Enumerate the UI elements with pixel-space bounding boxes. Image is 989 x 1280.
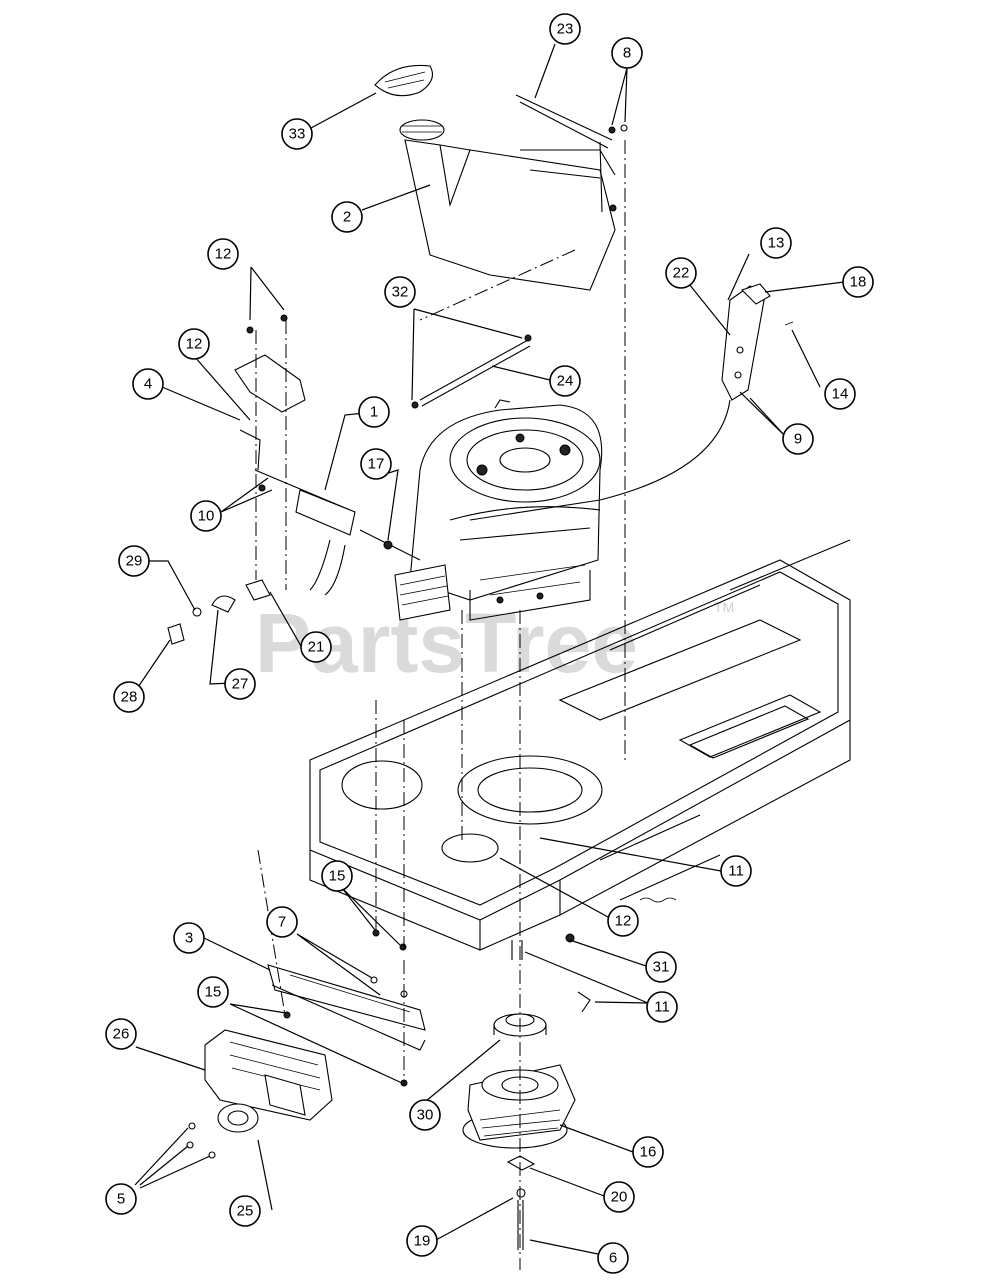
engine (394, 399, 603, 621)
callout-17: 17 (360, 448, 392, 480)
fuel-cap (374, 64, 433, 97)
throttle-control (469, 283, 794, 521)
callout-3: 3 (173, 922, 205, 954)
callout-15-lower-number: 15 (205, 984, 222, 1001)
callout-32-number: 32 (392, 284, 409, 301)
heat-shield (267, 964, 426, 1051)
callout-33-number: 33 (289, 126, 306, 143)
callout-32: 32 (384, 276, 416, 308)
callout-22: 22 (665, 257, 697, 289)
fuel-rod (515, 94, 613, 213)
callout-30: 30 (409, 1099, 441, 1131)
callout-10: 10 (190, 500, 222, 532)
callout-6: 6 (597, 1242, 629, 1274)
callout-13: 13 (760, 227, 792, 259)
callout-21-number: 21 (308, 639, 325, 656)
callout-33: 33 (281, 118, 313, 150)
callout-3-number: 3 (185, 930, 193, 947)
callout-8-number: 8 (623, 45, 631, 62)
callout-31: 31 (645, 951, 677, 983)
washer-and-bolt (506, 1155, 536, 1250)
callout-14: 14 (824, 378, 856, 410)
callout-18-number: 18 (850, 274, 867, 291)
callout-15-lower: 15 (197, 976, 229, 1008)
callout-25: 25 (229, 1195, 261, 1227)
callout-2-number: 2 (343, 209, 351, 226)
callout-1-number: 1 (370, 404, 378, 421)
callout-1: 1 (358, 396, 390, 428)
frame-chassis (309, 539, 851, 951)
callout-30-number: 30 (417, 1107, 434, 1124)
callout-21: 21 (300, 631, 332, 663)
callout-12-bottom-number: 12 (615, 913, 632, 930)
callout-12-middle: 12 (178, 328, 210, 360)
callout-28: 28 (113, 681, 145, 713)
callout-20: 20 (603, 1181, 635, 1213)
callout-29: 29 (118, 545, 150, 577)
callout-15-upper: 15 (321, 860, 353, 892)
leader-lines (131, 43, 845, 1255)
callout-9-number: 9 (794, 431, 802, 448)
callout-9: 9 (782, 423, 814, 455)
callout-11-upper-number: 11 (728, 863, 744, 880)
callout-22-number: 22 (673, 265, 690, 282)
callout-4-number: 4 (144, 376, 152, 393)
callout-12-middle-number: 12 (186, 336, 203, 353)
callout-4: 4 (132, 368, 164, 400)
callout-16: 16 (632, 1136, 664, 1168)
callout-20-number: 20 (611, 1189, 628, 1206)
muffler (204, 1029, 333, 1133)
fuel-tank (399, 119, 616, 291)
callout-7: 7 (266, 906, 298, 938)
callout-11-upper: 11 (720, 855, 752, 887)
callout-26-number: 26 (113, 1026, 130, 1043)
callout-7-number: 7 (278, 914, 286, 931)
callout-31-number: 31 (653, 959, 670, 976)
callout-12-bottom: 12 (607, 905, 639, 937)
callout-28-number: 28 (121, 689, 138, 706)
callout-14-number: 14 (832, 386, 849, 403)
callout-11-lower: 11 (646, 991, 678, 1023)
callout-5: 5 (105, 1183, 137, 1215)
callout-15-upper-number: 15 (329, 868, 346, 885)
callout-12-top: 12 (207, 238, 239, 270)
pto-clutch (462, 1064, 576, 1149)
callout-25-number: 25 (237, 1203, 254, 1220)
callout-5-number: 5 (117, 1191, 125, 1208)
callout-23: 23 (549, 13, 581, 45)
callout-27-number: 27 (232, 676, 249, 693)
callout-6-number: 6 (609, 1250, 617, 1267)
callout-24-number: 24 (557, 373, 574, 390)
control-rod (411, 334, 532, 409)
callout-27: 27 (224, 668, 256, 700)
callout-12-top-number: 12 (215, 246, 232, 263)
callout-29-number: 29 (126, 553, 143, 570)
cable-elbow (167, 489, 421, 645)
callout-11-lower-number: 11 (654, 999, 670, 1016)
callout-13-number: 13 (768, 235, 785, 252)
callout-17-number: 17 (368, 456, 385, 473)
callout-16-number: 16 (640, 1144, 657, 1161)
trademark-mark: TM (714, 599, 734, 615)
callout-19-number: 19 (414, 1233, 431, 1250)
callout-23-number: 23 (557, 21, 574, 38)
callout-18: 18 (842, 266, 874, 298)
callout-2: 2 (331, 201, 363, 233)
bracket-assembly (234, 314, 351, 511)
callout-19: 19 (406, 1225, 438, 1257)
callout-24: 24 (549, 365, 581, 397)
callout-8: 8 (611, 37, 643, 69)
callout-26: 26 (105, 1018, 137, 1050)
callout-10-number: 10 (198, 508, 215, 525)
